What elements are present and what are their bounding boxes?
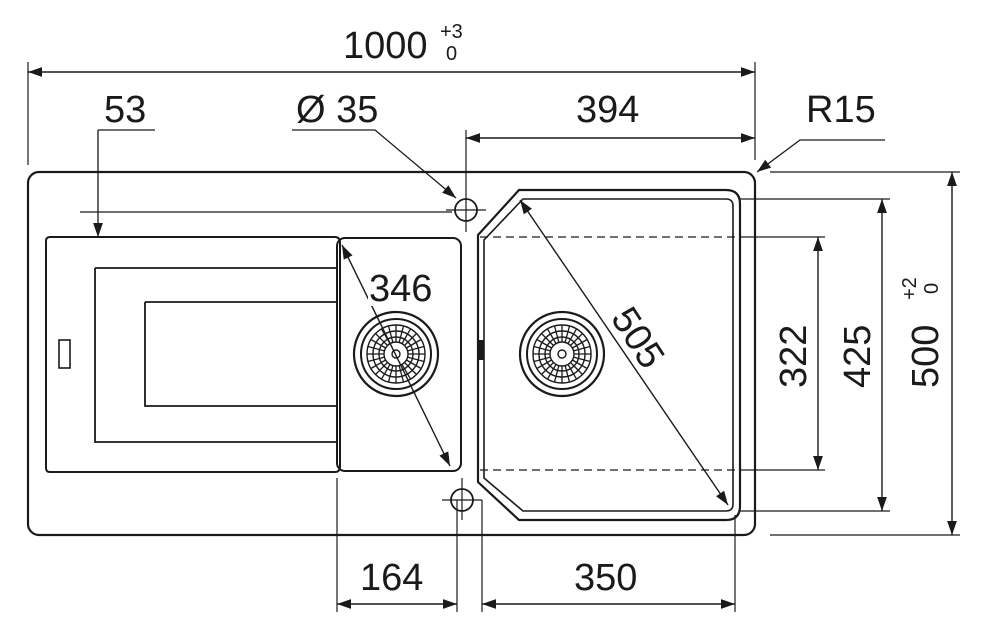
strainer-spoke bbox=[573, 345, 591, 352]
strainer-spoke bbox=[564, 325, 571, 343]
label-small-bowl-width: 164 bbox=[360, 557, 423, 599]
strainer-spoke bbox=[573, 356, 591, 363]
strainer-spoke bbox=[387, 365, 394, 383]
strainer-spoke bbox=[367, 356, 385, 363]
label-bowl-span: 350 bbox=[574, 557, 637, 599]
dim-line-346 bbox=[341, 244, 451, 467]
dim-line-505 bbox=[519, 199, 729, 506]
label-main-bowl-width: 394 bbox=[576, 89, 639, 131]
strainer-spoke bbox=[407, 356, 425, 363]
label-depth-tol-upper: +2 bbox=[899, 277, 921, 300]
sink-outline bbox=[26, 170, 757, 537]
leader-dia35 bbox=[292, 129, 457, 199]
small-bowl bbox=[336, 237, 462, 472]
label-small-bowl-diag: 346 bbox=[369, 268, 432, 310]
strainer-spoke bbox=[533, 356, 551, 363]
strainer-spoke bbox=[533, 345, 551, 352]
label-hole-diameter: Ø 35 bbox=[296, 89, 378, 131]
tap-hole-top bbox=[446, 130, 486, 232]
strainer-main bbox=[518, 310, 606, 398]
leader-r15 bbox=[756, 139, 885, 173]
overflow-slot bbox=[58, 339, 71, 369]
tap-hole-bottom bbox=[442, 478, 482, 520]
label-drainer-offset: 53 bbox=[104, 89, 146, 131]
strainer-spoke bbox=[553, 365, 560, 383]
strainer-spoke bbox=[564, 365, 571, 383]
label-width-tol-upper: +3 bbox=[440, 21, 463, 43]
drainer-area bbox=[45, 236, 341, 473]
label-depth-tol-lower: 0 bbox=[921, 283, 943, 294]
label-depth-total: 500 bbox=[905, 325, 947, 388]
label-main-bowl-diag: 505 bbox=[602, 300, 672, 376]
label-inner-depth: 322 bbox=[773, 325, 815, 388]
strainer-spoke bbox=[367, 345, 385, 352]
label-width-total: 1000 bbox=[343, 25, 428, 67]
label-width-tol-lower: 0 bbox=[446, 43, 457, 65]
strainer-spoke bbox=[407, 345, 425, 352]
strainer-spoke bbox=[553, 325, 560, 343]
main-bowl-tab bbox=[478, 340, 484, 360]
strainer-spoke bbox=[398, 325, 405, 343]
label-corner-radius: R15 bbox=[806, 89, 876, 131]
main-bowl bbox=[476, 188, 742, 522]
label-bowl-depth: 425 bbox=[837, 325, 879, 388]
